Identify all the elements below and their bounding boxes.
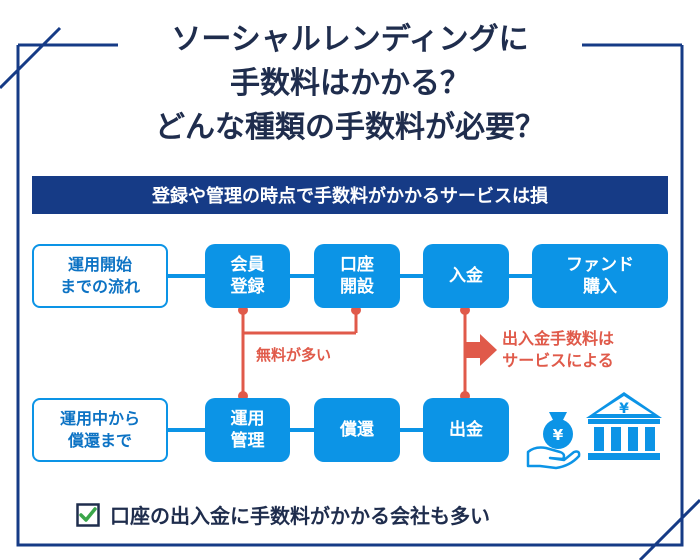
red-arrow-icon [466, 334, 497, 366]
step-redemption: 償還 [314, 398, 400, 462]
title-line-1: ソーシャルレンディングに [171, 22, 529, 57]
footer-note: 口座の出入金に手数料がかかる会社も多い [76, 500, 490, 529]
step-member-registration: 会員 登録 [205, 244, 290, 308]
money-bag-hand-icon: ¥ [526, 412, 581, 470]
step-fund-purchase: ファンド 購入 [532, 244, 668, 308]
note-deposit-fee: 出入金手数料は サービスによる [502, 329, 615, 370]
checkbox-icon [76, 502, 100, 527]
footer-text: 口座の出入金に手数料がかかる会社も多い [110, 504, 490, 528]
note-fees-free: 無料が多い [256, 346, 332, 364]
step-withdrawal: 出金 [423, 398, 509, 462]
step-account-opening: 口座 開設 [314, 244, 400, 308]
summary-banner: 登録や管理の時点で手数料がかかるサービスは損 [32, 176, 668, 214]
svg-text:¥: ¥ [619, 401, 629, 417]
step-management: 運用 管理 [205, 398, 290, 462]
title-line-3: どんな種類の手数料が必要？ [155, 110, 545, 145]
stage-label-start: 運用開始 までの流れ [32, 244, 168, 308]
step-deposit: 入金 [423, 244, 509, 308]
stage-label-operation: 運用中から 償還まで [32, 398, 168, 462]
outer-frame [0, 26, 700, 560]
bank-yen-icon: ¥ [586, 392, 662, 460]
svg-text:¥: ¥ [553, 426, 564, 444]
page-title: ソーシャルレンディングに 手数料はかかる？ どんな種類の手数料が必要？ [90, 18, 610, 150]
title-line-2: 手数料はかかる？ [230, 66, 470, 101]
